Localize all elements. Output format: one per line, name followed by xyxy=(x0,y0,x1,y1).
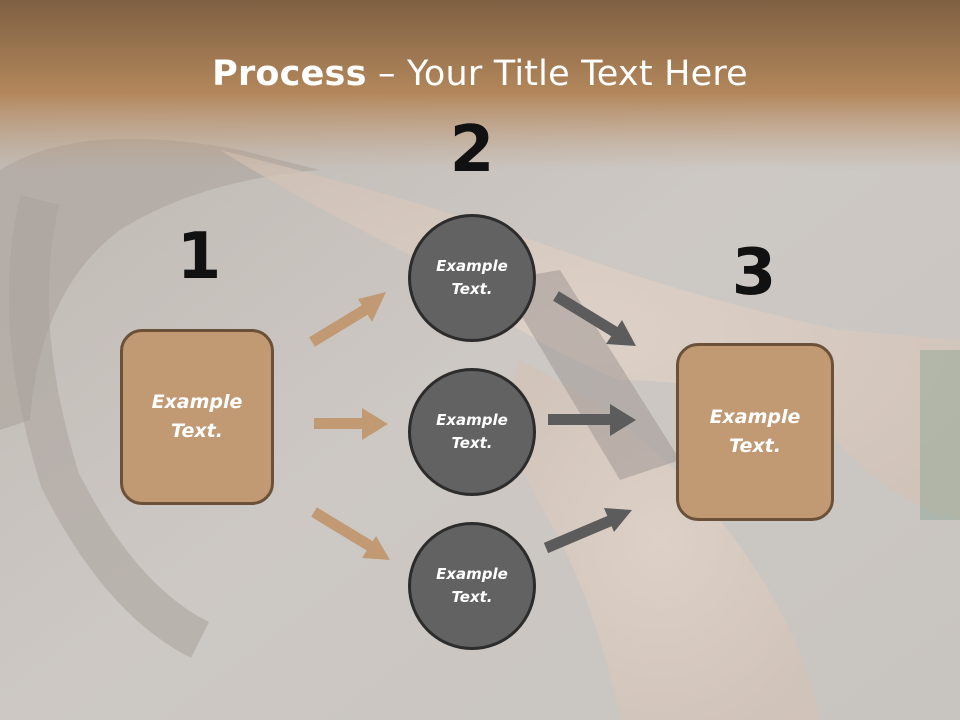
arrow-up-right-icon xyxy=(309,292,386,347)
arrow-right-icon xyxy=(314,408,388,440)
slide-title: Process – Your Title Text Here xyxy=(0,52,960,96)
left-box-text: Example Text. xyxy=(151,391,243,442)
step-number-1: 1 xyxy=(176,220,222,294)
step-number-2: 2 xyxy=(449,113,495,187)
circle-bottom-text: Example Text. xyxy=(436,565,508,606)
arrow-right-gray-icon xyxy=(548,404,636,436)
title-bold: Process xyxy=(212,54,367,94)
arrow-down-right-icon xyxy=(311,507,390,560)
circle-top: Example Text. xyxy=(408,214,536,342)
right-box-text: Example Text. xyxy=(709,406,801,457)
step-number-3: 3 xyxy=(731,236,777,310)
title-rest: – Your Title Text Here xyxy=(366,54,748,94)
circle-bottom: Example Text. xyxy=(408,522,536,650)
circle-middle: Example Text. xyxy=(408,368,536,496)
circle-middle-text: Example Text. xyxy=(436,411,508,452)
circle-top-text: Example Text. xyxy=(436,257,508,298)
arrow-up-right-gray-icon xyxy=(543,508,632,554)
left-box: Example Text. xyxy=(120,329,274,505)
right-box: Example Text. xyxy=(676,343,834,521)
arrow-down-right-gray-icon xyxy=(553,291,636,346)
